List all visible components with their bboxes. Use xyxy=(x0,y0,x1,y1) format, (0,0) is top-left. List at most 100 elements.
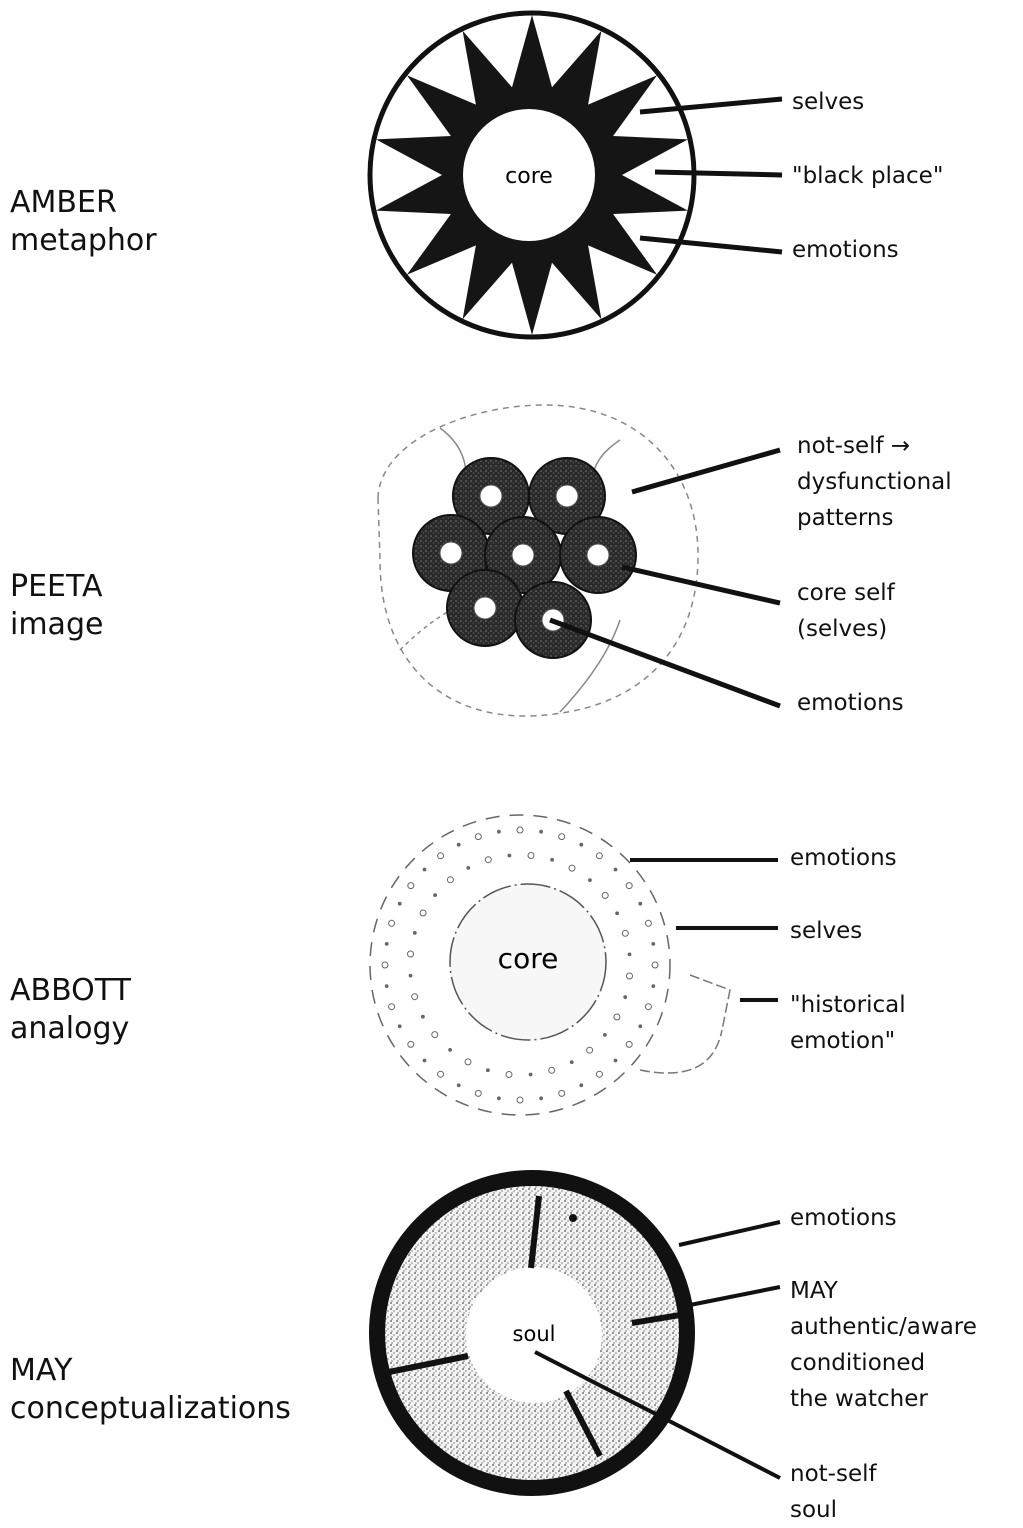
abbott-dot xyxy=(517,827,523,833)
annotation-line: emotions xyxy=(790,1200,897,1236)
amber-title: AMBER xyxy=(10,184,157,222)
peeta-leader-not-self xyxy=(632,450,780,492)
amber-annotation-emotions: emotions xyxy=(792,232,899,268)
abbott-dot xyxy=(412,994,418,1000)
may-soul-label: soul xyxy=(513,1322,556,1346)
amber-annotation-black-place: "black place" xyxy=(792,158,943,194)
abbott-dot xyxy=(498,830,501,833)
abbott-dot xyxy=(626,1041,632,1047)
may-diagram: soul xyxy=(377,1178,780,1488)
may-annotation-emotions: emotions xyxy=(790,1200,897,1236)
abbott-subtitle: analogy xyxy=(10,1010,131,1048)
peeta-subtitle: image xyxy=(10,606,103,644)
abbott-dot xyxy=(434,894,437,897)
abbott-dot xyxy=(517,1097,523,1103)
annotation-line: not-self xyxy=(790,1456,877,1492)
may-annotation-may: MAY authentic/aware conditioned the watc… xyxy=(790,1273,977,1417)
peeta-ring-center xyxy=(440,542,462,564)
abbott-dot xyxy=(457,1084,460,1087)
abbott-dot xyxy=(438,853,444,859)
annotation-line: selves xyxy=(792,84,864,120)
may-subtitle: conceptualizations xyxy=(10,1390,291,1428)
abbott-dot xyxy=(467,867,470,870)
peeta-title: PEETA xyxy=(10,568,103,606)
abbott-dot xyxy=(589,879,592,882)
annotation-line: authentic/aware xyxy=(790,1309,977,1345)
may-annotation-not-self: not-self soul xyxy=(790,1456,877,1528)
abbott-dot xyxy=(385,943,388,946)
abbott-dot xyxy=(580,843,583,846)
abbott-dot xyxy=(447,877,453,883)
peeta-ring-center xyxy=(587,544,609,566)
annotation-line: conditioned xyxy=(790,1345,977,1381)
abbott-dot xyxy=(420,910,426,916)
annotation-line: emotions xyxy=(797,685,904,721)
peeta-ring-center xyxy=(556,485,578,507)
peeta-ring-center xyxy=(512,544,534,566)
abbott-dot xyxy=(652,943,655,946)
abbott-dot xyxy=(639,902,642,905)
peeta-annotation-emotions: emotions xyxy=(797,685,904,721)
may-leader-emotions xyxy=(679,1222,780,1245)
may-section-label: MAY conceptualizations xyxy=(10,1352,291,1428)
abbott-dot xyxy=(475,834,481,840)
amber-leader-black-place xyxy=(655,172,782,175)
abbott-section-label: ABBOTT analogy xyxy=(10,972,131,1048)
abbott-dot xyxy=(627,973,633,979)
abbott-annotation-emotions: emotions xyxy=(790,840,897,876)
annotation-line: "black place" xyxy=(792,158,943,194)
peeta-leader-core-self xyxy=(622,567,780,603)
abbott-dot xyxy=(559,1090,565,1096)
annotation-line: not-self → xyxy=(797,428,952,464)
amber-leader-emotions xyxy=(640,238,782,252)
annotation-line: patterns xyxy=(797,500,952,536)
may-ink-spot xyxy=(569,1214,577,1222)
abbott-dot xyxy=(432,1032,438,1038)
abbott-dot xyxy=(457,843,460,846)
abbott-dot xyxy=(449,1049,452,1052)
amber-subtitle: metaphor xyxy=(10,222,157,260)
abbott-dot xyxy=(652,985,655,988)
abbott-dot xyxy=(465,1059,471,1065)
annotation-line: emotions xyxy=(792,232,899,268)
abbott-dot xyxy=(438,1071,444,1077)
annotation-line: (selves) xyxy=(797,611,895,647)
abbott-dot xyxy=(596,1071,602,1077)
peeta-ring-cluster xyxy=(413,458,636,658)
annotation-line: core self xyxy=(797,575,895,611)
abbott-dot xyxy=(382,962,388,968)
peeta-ring-center xyxy=(474,597,496,619)
abbott-dot xyxy=(626,883,632,889)
peeta-annotation-core-self: core self (selves) xyxy=(797,575,895,647)
annotation-line: dysfunctional xyxy=(797,464,952,500)
abbott-dot xyxy=(602,892,608,898)
abbott-dot xyxy=(551,858,554,861)
abbott-dot xyxy=(423,868,426,871)
may-leader-may xyxy=(690,1287,780,1305)
abbott-title: ABBOTT xyxy=(10,972,131,1010)
abbott-dot xyxy=(498,1097,501,1100)
abbott-dot xyxy=(475,1090,481,1096)
abbott-dot xyxy=(409,974,412,977)
abbott-dot xyxy=(549,1067,555,1073)
amber-diagram: core xyxy=(370,13,782,337)
abbott-dot xyxy=(645,1004,651,1010)
may-title: MAY xyxy=(10,1352,291,1390)
annotation-line: the watcher xyxy=(790,1381,977,1417)
abbott-dot xyxy=(389,920,395,926)
abbott-dot xyxy=(389,1004,395,1010)
abbott-dot xyxy=(408,883,414,889)
abbott-dot xyxy=(508,854,511,857)
amber-section-label: AMBER metaphor xyxy=(10,184,157,260)
abbott-dot xyxy=(422,1015,425,1018)
abbott-dot xyxy=(587,1047,593,1053)
abbott-dot xyxy=(398,1025,401,1028)
abbott-dot xyxy=(570,1061,573,1064)
abbott-dot xyxy=(529,1073,532,1076)
amber-core-label: core xyxy=(505,164,553,189)
peeta-section-label: PEETA image xyxy=(10,568,103,644)
abbott-dot xyxy=(624,996,627,999)
abbott-dot xyxy=(616,912,619,915)
amber-annotation-selves: selves xyxy=(792,84,864,120)
abbott-dot xyxy=(385,985,388,988)
